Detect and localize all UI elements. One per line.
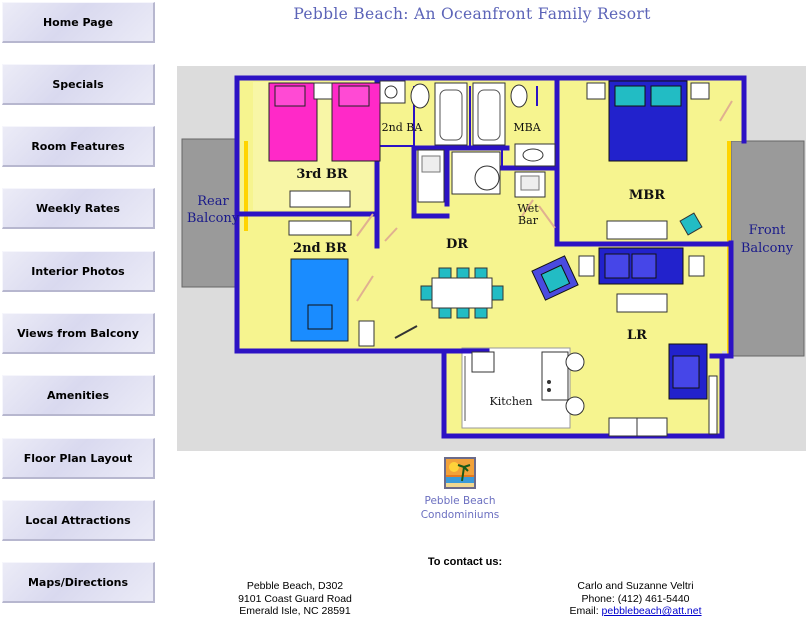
dining-table: [431, 277, 493, 309]
front-balcony: [730, 140, 805, 357]
address-line-2: 9101 Coast Guard Road: [238, 592, 352, 605]
wet-bar-label-2: Bar: [518, 214, 539, 227]
nav-amenities-button[interactable]: Amenities: [2, 375, 155, 416]
bed-2nd-br: [290, 258, 349, 342]
address-line-3: Emerald Isle, NC 28591: [239, 605, 351, 617]
walls: [234, 75, 747, 439]
wet-bar-label-1: Wet: [517, 202, 539, 215]
nav-specials-button[interactable]: Specials: [2, 64, 155, 105]
second-ba-label: 2nd BA: [382, 121, 424, 134]
nav-local-attractions-button[interactable]: Local Attractions: [2, 500, 155, 541]
third-br-label: 3rd BR: [296, 167, 347, 182]
address-line-1: Pebble Beach, D302: [246, 580, 344, 592]
kitchen-label: Kitchen: [490, 395, 533, 408]
second-br-label: 2nd BR: [293, 241, 347, 256]
logo-line-1: Pebble Beach: [424, 495, 496, 507]
dresser-3rd-br: [289, 190, 351, 208]
email-prefix: Email:: [569, 605, 602, 617]
nav-views-from-balcony-button[interactable]: Views from Balcony: [2, 313, 155, 354]
front-balcony-label-2: Balcony: [741, 241, 794, 256]
mbr-label: MBR: [629, 188, 665, 203]
owner-name: Carlo and Suzanne Veltri: [577, 580, 694, 592]
nav-weekly-rates-button[interactable]: Weekly Rates: [2, 188, 155, 229]
rear-balcony: [181, 138, 245, 288]
rear-balcony-label-1: Rear: [197, 194, 229, 209]
floor-plan-drawing: Rear Balcony Front Balcony 3rd BR 2nd BR…: [181, 75, 805, 439]
nav-home-page-button[interactable]: Home Page: [2, 2, 155, 43]
front-balcony-label-1: Front: [749, 223, 786, 238]
contact-address: Pebble Beach, D302 9101 Coast Guard Road…: [210, 580, 380, 618]
page-title: Pebble Beach: An Oceanfront Family Resor…: [293, 5, 651, 23]
contact-owner: Carlo and Suzanne Veltri Phone: (412) 46…: [548, 580, 723, 618]
logo-line-2: Condominiums: [420, 509, 500, 521]
nav-maps-directions-button[interactable]: Maps/Directions: [2, 562, 155, 603]
nav-interior-photos-button[interactable]: Interior Photos: [2, 251, 155, 292]
nav-floor-plan-layout-button[interactable]: Floor Plan Layout: [2, 438, 155, 479]
lr-label: LR: [627, 328, 647, 343]
mba-label: MBA: [513, 121, 541, 134]
rear-balcony-label-2: Balcony: [187, 211, 240, 226]
floor-plan: Rear Balcony Front Balcony 3rd BR 2nd BR…: [177, 66, 806, 451]
contact-heading: To contact us:: [427, 556, 503, 568]
email-link[interactable]: pebblebeach@att.net: [601, 605, 702, 617]
nav-room-features-button[interactable]: Room Features: [2, 126, 155, 167]
pebble-beach-logo-text[interactable]: Pebble Beach Condominiums: [400, 494, 520, 522]
pebble-beach-logo-icon[interactable]: [444, 457, 476, 489]
owner-phone: Phone: (412) 461-5440: [581, 592, 690, 605]
owner-email-line: Email: pebblebeach@att.net: [548, 605, 723, 618]
dr-label: DR: [446, 237, 468, 252]
